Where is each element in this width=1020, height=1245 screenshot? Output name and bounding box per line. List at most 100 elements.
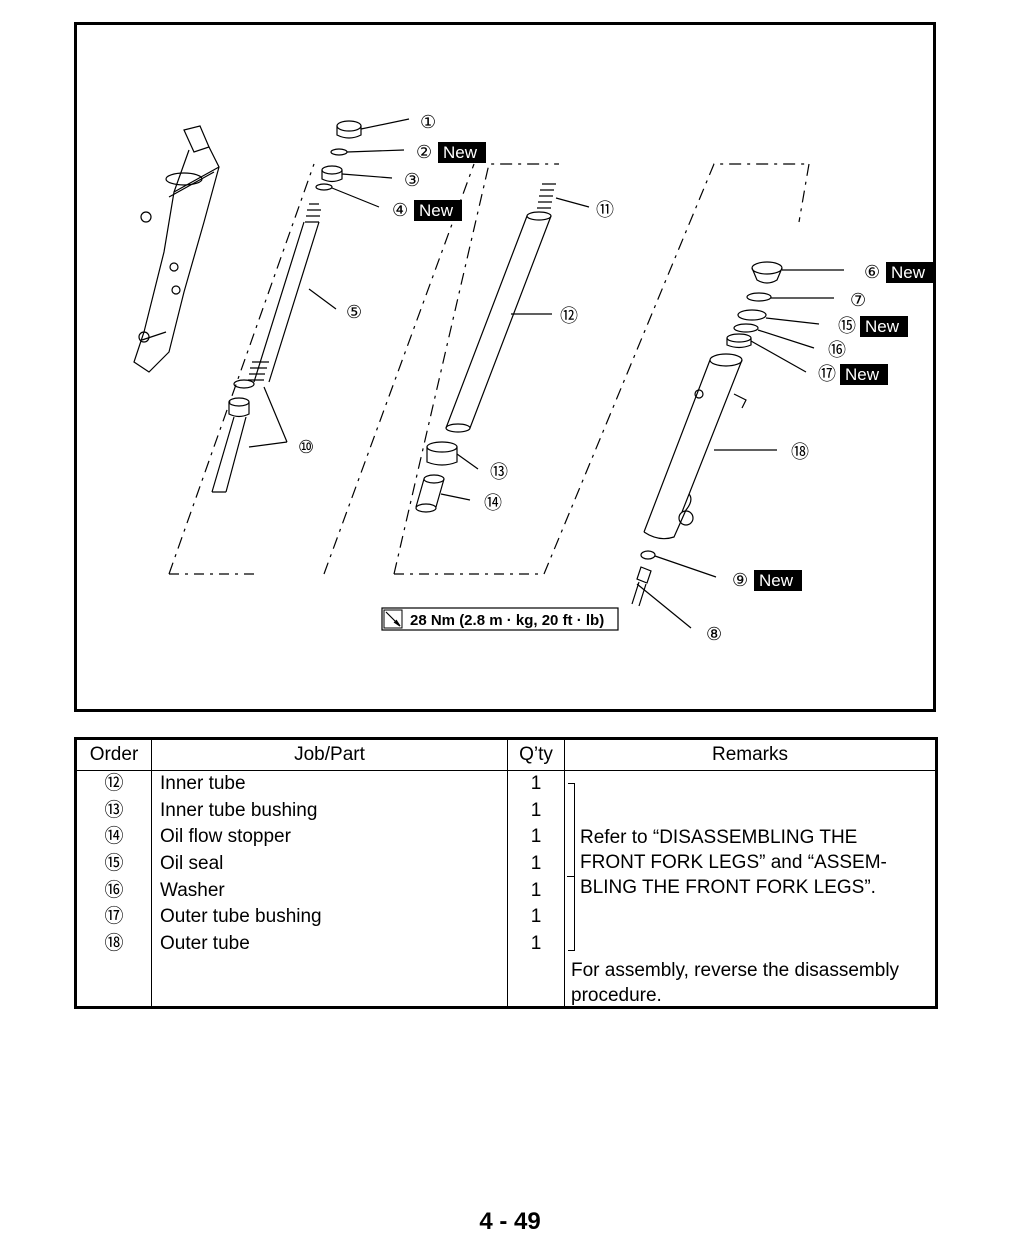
callout-number: ② <box>416 142 432 162</box>
callout-11: ⑪ <box>596 200 614 220</box>
callout-number: ⑤ <box>346 302 362 322</box>
callout-13: ⑬ <box>490 462 508 482</box>
new-badge <box>754 570 802 591</box>
o-ring-2-drawing <box>315 183 333 191</box>
callout-number: ⑩ <box>298 437 314 457</box>
callout-2: ② New <box>416 142 486 163</box>
front-fork-exploded-diagram: 28 Nm (2.8 m · kg, 20 ft · lb) ① ② New ③ ④ Ne… <box>133 112 934 644</box>
callout-8: ⑧ <box>706 624 722 644</box>
new-badge-label: New <box>759 571 794 590</box>
remarks-line: Refer to “DISASSEMBLING THE <box>580 827 858 848</box>
remarks-reference-text: Refer to “DISASSEMBLING THE FRONT FORK L… <box>580 825 887 900</box>
o-ring-drawing <box>330 148 348 156</box>
table-cell-qty: 1 <box>530 853 542 875</box>
table-cell-job: Outer tube bushing <box>160 906 322 928</box>
callout-number: ⑧ <box>706 624 722 644</box>
callout-7: ⑦ <box>850 290 866 310</box>
table-cell-qty: 1 <box>530 799 542 821</box>
table-cell-order: ⑯ <box>104 879 124 901</box>
remarks-line: FRONT FORK LEGS” and “ASSEM- <box>580 852 887 873</box>
inner-tube-drawing <box>445 211 552 433</box>
oil-seal-drawing <box>737 309 767 321</box>
new-badge-label: New <box>891 263 926 282</box>
damper-rod-drawing <box>211 379 255 493</box>
new-badge <box>438 142 486 163</box>
callout-number: ⑥ <box>864 262 880 282</box>
fork-spring-drawing <box>248 203 321 383</box>
callout-5: ⑤ <box>346 302 362 322</box>
column-header-job-part: Job/Part <box>151 740 508 771</box>
table-cell-job: Inner tube <box>160 773 246 794</box>
table-cell-order: ⑫ <box>104 773 124 794</box>
remarks-line: BLING THE FRONT FORK LEGS”. <box>580 877 876 898</box>
column-header-qty: Q’ty <box>507 740 565 771</box>
callout-10: ⑩ <box>298 437 314 457</box>
new-badge <box>886 262 934 283</box>
bolt-drawing <box>631 566 652 607</box>
callout-number: ⑬ <box>490 462 508 482</box>
dust-seal-drawing <box>751 261 783 284</box>
table-cell-qty: 1 <box>530 826 542 848</box>
cap-body-drawing <box>321 165 343 183</box>
callout-14: ⑭ <box>484 493 502 513</box>
outer-tube-bushing-drawing <box>726 333 752 349</box>
rebound-spring-drawing <box>537 183 556 209</box>
callout-15: ⑮ New <box>838 316 908 337</box>
callout-number: ① <box>420 112 436 132</box>
assembled-fork-leg-drawing <box>133 125 220 373</box>
column-header-order: Order <box>77 740 152 771</box>
copper-washer-drawing <box>640 550 656 560</box>
callout-16: ⑯ <box>828 340 846 360</box>
torque-spec: 28 Nm (2.8 m · kg, 20 ft · lb) <box>381 607 619 631</box>
washer-drawing <box>733 323 759 333</box>
table-cell-order: ⑰ <box>104 906 124 928</box>
table-cell-job: Outer tube <box>160 933 250 955</box>
new-badge-label: New <box>443 143 478 162</box>
new-badge <box>860 316 908 337</box>
callout-4: ④ New <box>392 200 462 221</box>
table-cell-order: ⑬ <box>104 799 124 821</box>
torque-wrench-icon <box>383 609 403 629</box>
callout-number: ⑮ <box>838 316 856 336</box>
table-cell-qty: 1 <box>530 933 542 955</box>
exploded-diagram-frame: 28 Nm (2.8 m · kg, 20 ft · lb) ① ② New ③ ④ Ne… <box>74 22 936 712</box>
new-badge <box>414 200 462 221</box>
remarks-column: Refer to “DISASSEMBLING THE FRONT FORK L… <box>565 771 936 1008</box>
callout-17: ⑰ New <box>818 364 888 385</box>
callout-1: ① <box>420 112 436 132</box>
callout-number: ③ <box>404 170 420 190</box>
cap-bolt-drawing <box>336 120 362 139</box>
callout-number: ④ <box>392 200 408 220</box>
outer-tube-drawing <box>643 353 747 540</box>
assembly-note-line: procedure. <box>571 985 662 1006</box>
table-cell-qty: 1 <box>530 879 542 901</box>
callout-number: ⑭ <box>484 493 502 513</box>
oil-flow-stopper-drawing <box>415 474 445 513</box>
torque-value-label: 28 Nm (2.8 m · kg, 20 ft · lb) <box>410 612 604 629</box>
column-header-remarks: Remarks <box>564 740 935 771</box>
table-cell-job: Washer <box>160 879 225 901</box>
assembly-note: For assembly, reverse the disassembly pr… <box>571 958 899 1008</box>
table-cell-job: Inner tube bushing <box>160 799 318 821</box>
new-badge <box>840 364 888 385</box>
new-badge-label: New <box>845 365 880 384</box>
callout-6: ⑥ New <box>864 262 934 283</box>
remarks-bracket <box>567 783 575 951</box>
callout-number: ⑫ <box>560 306 578 326</box>
table-cell-order: ⑭ <box>104 826 124 848</box>
callout-number: ⑱ <box>791 442 809 462</box>
callout-3: ③ <box>404 170 420 190</box>
callout-number: ⑨ <box>732 570 748 590</box>
new-badge-label: New <box>419 201 454 220</box>
callout-18: ⑱ <box>791 442 809 462</box>
table-cell-qty: 1 <box>530 906 542 928</box>
assembly-note-line: For assembly, reverse the disassembly <box>571 960 900 981</box>
callout-number: ⑰ <box>818 364 836 384</box>
new-badge-label: New <box>865 317 900 336</box>
table-cell-order: ⑮ <box>104 853 124 875</box>
callout-number: ⑪ <box>596 200 614 220</box>
callout-12: ⑫ <box>560 306 578 326</box>
